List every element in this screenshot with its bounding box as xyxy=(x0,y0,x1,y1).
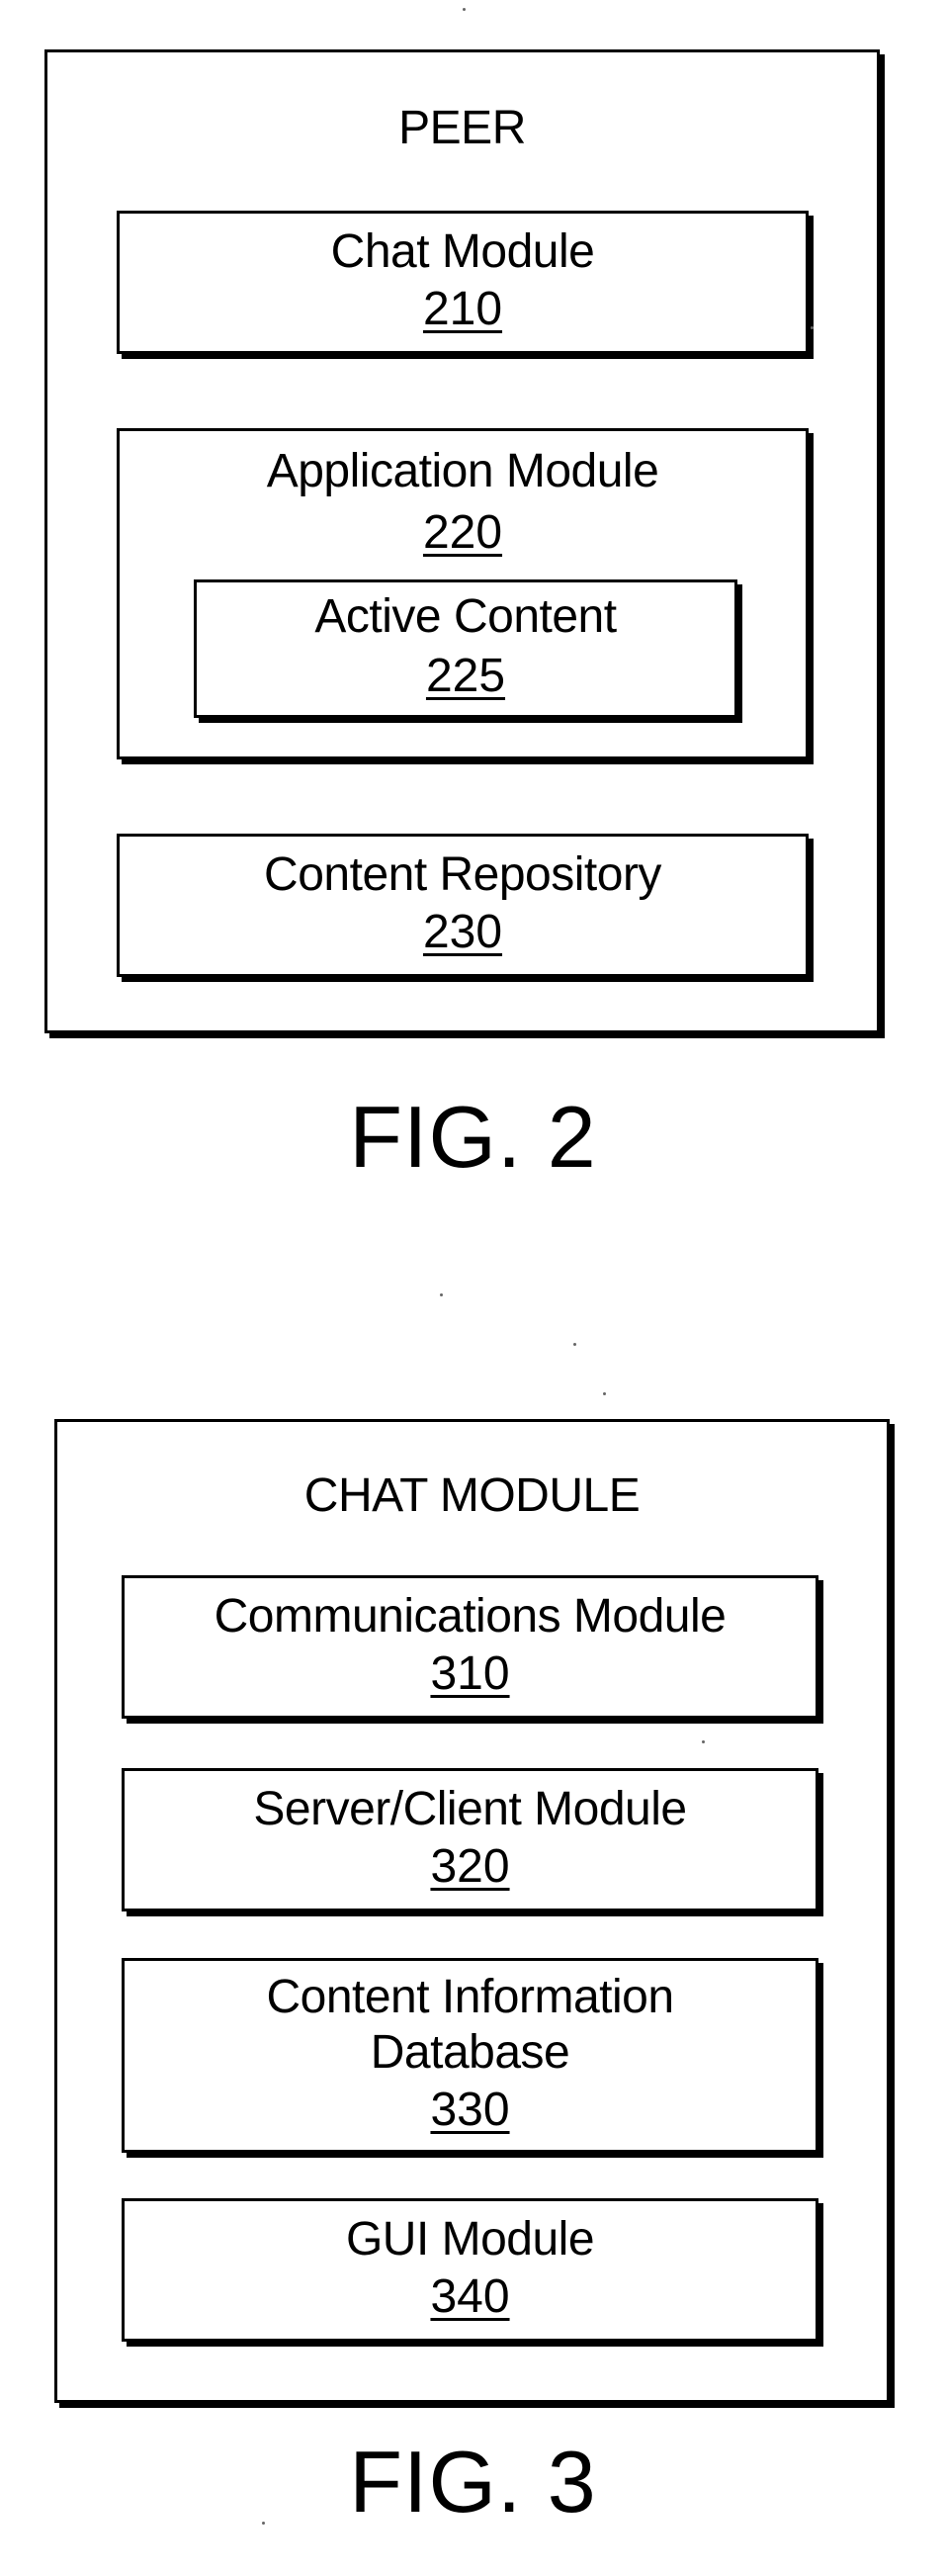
server-client-module-ref: 320 xyxy=(430,1840,510,1893)
gui-module-box: GUI Module 340 xyxy=(122,2198,818,2342)
server-client-module-box: Server/Client Module 320 xyxy=(122,1768,818,1911)
chat-module-ref: 210 xyxy=(422,283,503,335)
chat-module-container: CHAT MODULE Communications Module 310 Se… xyxy=(54,1419,890,2403)
peer-container: PEER Chat Module 210 Application Module … xyxy=(44,49,880,1033)
fig3-caption: FIG. 3 xyxy=(349,2433,597,2531)
content-information-database-label-line2: Database xyxy=(370,2026,570,2079)
scan-speck xyxy=(702,1740,705,1743)
active-content-label: Active Content xyxy=(314,590,617,643)
content-information-database-label-line1: Content Information xyxy=(266,1971,674,2023)
content-repository-label: Content Repository xyxy=(264,848,661,901)
gui-module-ref: 340 xyxy=(430,2270,510,2323)
scan-speck xyxy=(811,326,814,329)
server-client-module-label: Server/Client Module xyxy=(253,1783,687,1835)
chat-module-box: Chat Module 210 xyxy=(117,211,809,354)
scan-speck xyxy=(603,1392,606,1395)
scan-speck xyxy=(440,1293,443,1296)
scan-speck xyxy=(262,2522,265,2525)
scan-speck xyxy=(573,1343,576,1346)
chat-module-title: CHAT MODULE xyxy=(303,1469,641,1522)
content-information-database-box: Content Information Database 330 xyxy=(122,1958,818,2153)
communications-module-label: Communications Module xyxy=(214,1590,727,1643)
communications-module-ref: 310 xyxy=(430,1647,510,1700)
scan-speck xyxy=(463,8,466,11)
active-content-box: Active Content 225 xyxy=(194,579,737,718)
content-information-database-ref: 330 xyxy=(430,2084,510,2136)
gui-module-label: GUI Module xyxy=(345,2213,595,2265)
chat-module-label: Chat Module xyxy=(330,225,595,278)
application-module-label: Application Module xyxy=(266,445,659,497)
active-content-ref: 225 xyxy=(425,650,506,702)
application-module-box: Application Module 220 Active Content 22… xyxy=(117,428,809,759)
application-module-ref: 220 xyxy=(422,506,503,559)
content-repository-box: Content Repository 230 xyxy=(117,834,809,977)
communications-module-box: Communications Module 310 xyxy=(122,1575,818,1719)
content-repository-ref: 230 xyxy=(422,906,503,958)
peer-title: PEER xyxy=(398,102,526,154)
fig2-caption: FIG. 2 xyxy=(349,1088,597,1186)
